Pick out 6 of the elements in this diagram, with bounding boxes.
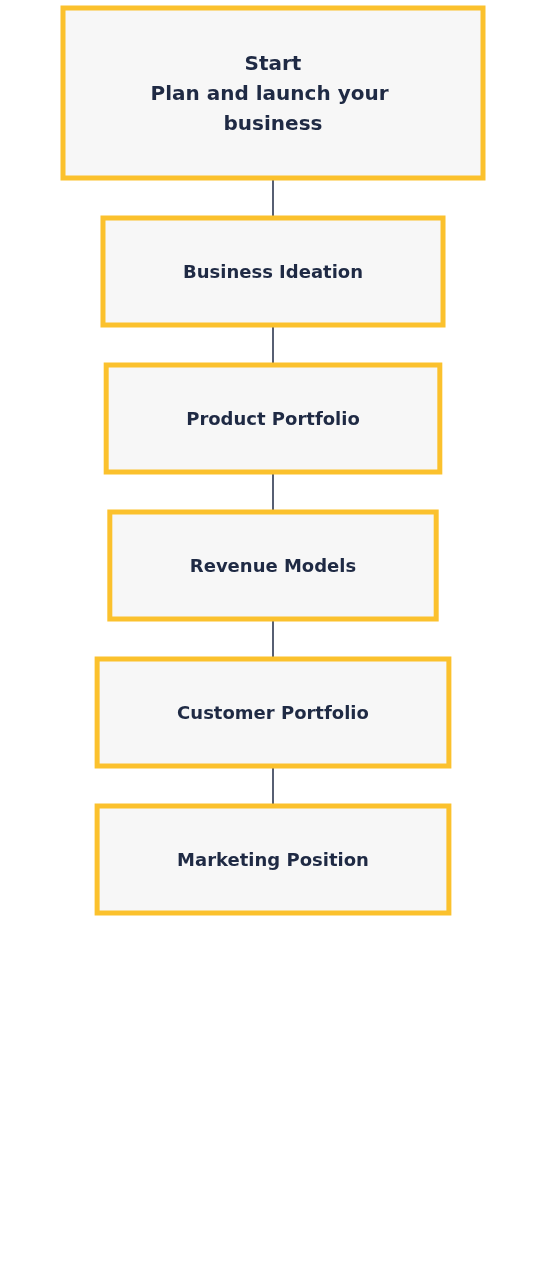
node-box: Revenue Models: [107, 509, 439, 622]
node-box: Business Ideation: [100, 215, 446, 328]
node-box: Product Portfolio: [103, 362, 443, 475]
node-box: Customer Portfolio: [94, 656, 452, 769]
node-box: Marketing Position: [94, 803, 452, 916]
node-box: Start Plan and launch your business: [60, 5, 486, 181]
